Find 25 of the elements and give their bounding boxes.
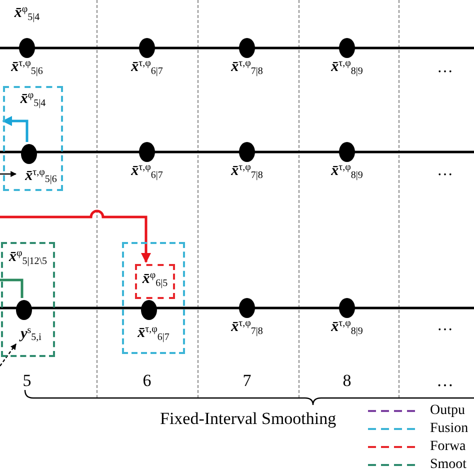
- legend-label: Outpu: [430, 404, 465, 418]
- state-dot: [21, 144, 37, 164]
- legend-label: Smoot: [430, 458, 467, 472]
- dashed-box: [135, 264, 175, 299]
- time-step-label: 5: [22, 372, 32, 389]
- brace-label: Fixed-Interval Smoothing: [160, 410, 336, 427]
- ellipsis: …: [437, 163, 453, 179]
- time-step-label: 8: [342, 372, 352, 389]
- legend-label: Forwa: [430, 440, 466, 454]
- state-dot: [141, 300, 157, 320]
- legend-label: Fusion: [430, 422, 468, 436]
- dashed-box: [3, 86, 63, 191]
- arrow: [0, 210, 151, 263]
- ellipsis: …: [437, 60, 453, 76]
- dashed-box: [1, 242, 55, 357]
- arrow: [0, 171, 17, 177]
- arrow: [2, 116, 28, 142]
- state-dot: [16, 300, 32, 320]
- time-step-label: 7: [242, 372, 252, 389]
- dashed-box: [122, 242, 185, 354]
- arrow: [0, 344, 16, 366]
- arrow: [0, 278, 24, 298]
- time-step-label: 6: [142, 372, 152, 389]
- ellipsis: …: [437, 318, 453, 334]
- time-step-label: …: [436, 372, 454, 389]
